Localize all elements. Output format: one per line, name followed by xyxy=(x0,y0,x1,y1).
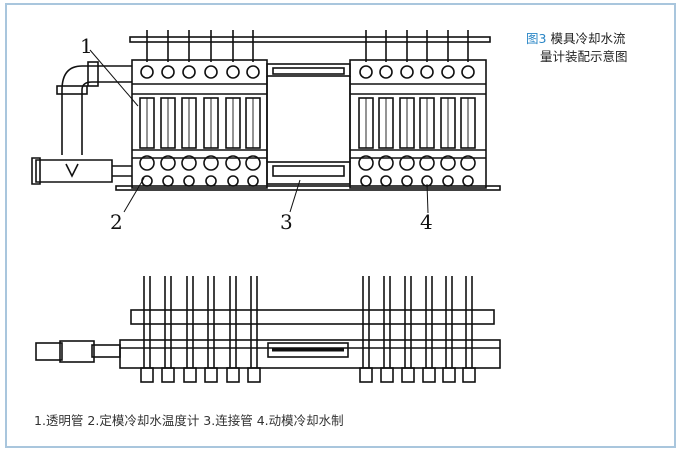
upper-screws xyxy=(140,65,475,79)
top-rods xyxy=(146,30,469,62)
inlet-piping xyxy=(31,61,132,185)
figure-number: 图3 xyxy=(526,31,547,46)
connecting-pipe xyxy=(266,63,351,185)
base-plate xyxy=(115,185,501,191)
side-view-rods xyxy=(143,276,473,368)
lower-fittings xyxy=(139,155,476,187)
callout-leaders xyxy=(89,49,429,214)
top-rail xyxy=(129,36,491,43)
figure-legend: 1.透明管 2.定模冷却水温度计 3.连接管 4.动模冷却水制 xyxy=(34,413,344,428)
callout-2: 2 xyxy=(110,210,123,234)
side-view xyxy=(35,309,501,369)
transparent-tubes-left xyxy=(139,97,261,149)
callout-3: 3 xyxy=(280,210,293,234)
side-view-nuts xyxy=(140,367,476,383)
figure-title-line1: 模具冷却水流 xyxy=(550,31,626,46)
figure-title-line2: 量计装配示意图 xyxy=(540,49,628,64)
transparent-tubes-right xyxy=(358,97,476,149)
callout-1: 1 xyxy=(80,34,93,58)
figure-frame xyxy=(5,3,676,448)
callout-4: 4 xyxy=(420,210,433,234)
figure-caption: 图3 模具冷却水流 量计装配示意图 xyxy=(526,30,676,66)
